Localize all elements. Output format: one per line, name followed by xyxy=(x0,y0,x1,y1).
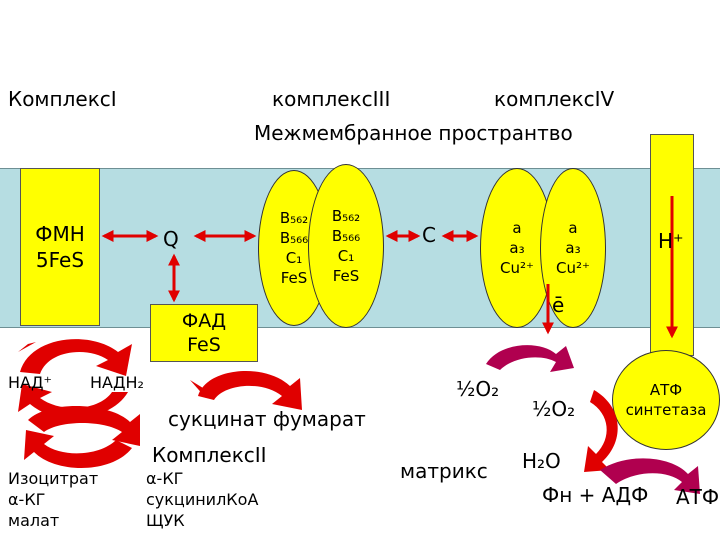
oxygen-arrow xyxy=(486,345,574,372)
complex4-label: комплексIV xyxy=(494,87,615,111)
water-formation-arrow xyxy=(584,390,618,472)
water-label: H₂O xyxy=(522,449,561,473)
cytochrome-a: a xyxy=(568,219,578,237)
atp-synthesis-arrow xyxy=(600,458,700,494)
cytochrome-b562: B₅₆₂ xyxy=(279,209,309,227)
cytochrome-c-label: C xyxy=(422,223,436,247)
nad-arrow-tail xyxy=(18,342,36,352)
substrate-cycle-bottom-arrow xyxy=(24,430,132,469)
half-oxygen-left-label: ½O₂ xyxy=(456,377,500,401)
isocitrate-label: Изоцитрат xyxy=(8,469,99,488)
succinyl-coa-label: сукцинилКоА xyxy=(146,490,259,509)
alpha-ketoglutarate-label: α-КГ xyxy=(8,490,46,509)
substrate-cycle-top-arrow xyxy=(28,405,140,446)
copper-ion: Cu²⁺ xyxy=(556,259,590,277)
fmn-complex-box: ФМН 5FeS xyxy=(20,168,100,326)
cytochrome-a: a xyxy=(512,219,522,237)
cytochrome-b566: B₅₆₆ xyxy=(279,229,309,247)
matrix-label: матрикс xyxy=(400,459,488,483)
malate-label: малат xyxy=(8,511,60,530)
succinate-cycle-top-arrow xyxy=(198,371,302,410)
succinate-fumarate-label: сукцинат фумарат xyxy=(168,407,366,431)
cytochrome-b566: B₅₆₆ xyxy=(331,227,361,245)
complex3-oval-right: B₅₆₂ B₅₆₆ C₁ FeS xyxy=(308,164,384,328)
succinate-cycle-bottom-arrow xyxy=(190,380,216,398)
fmn-fes-label: 5FeS xyxy=(35,248,85,272)
fad-box: ФАД FeS xyxy=(150,304,258,362)
fmn-label: ФМН xyxy=(35,222,85,246)
nad-label: НАД⁺ xyxy=(8,373,52,392)
ubiquinone-label: Q xyxy=(163,227,179,251)
oxaloacetate-label: ЩУК xyxy=(146,511,185,530)
nadh-label: НАДН₂ xyxy=(90,373,144,392)
fad-label: ФАД xyxy=(181,310,227,332)
half-oxygen-right-label: ½O₂ xyxy=(532,397,576,421)
proton-label: H⁺ xyxy=(658,229,684,253)
nad-cycle-top-arrow xyxy=(20,339,132,376)
iron-sulfur: FeS xyxy=(280,269,308,287)
cytochrome-a3: a₃ xyxy=(565,239,581,257)
substrates-right: α-КГ сукцинилКоА ЩУК xyxy=(146,468,258,531)
fad-fes-label: FeS xyxy=(187,334,221,356)
cytochrome-c1: C₁ xyxy=(337,247,355,265)
cytochrome-a3: a₃ xyxy=(509,239,525,257)
atp-label: АТФ xyxy=(676,485,720,509)
atp-synthase-label-line2: синтетаза xyxy=(625,401,707,419)
intermembrane-space-label: Межмембранное пространтво xyxy=(254,121,573,145)
alpha-ketoglutarate-label: α-КГ xyxy=(146,469,184,488)
electron-label: ē xyxy=(552,293,565,317)
complex3-label: комплексIII xyxy=(272,87,391,111)
phosphate-adp-label: Фн + АДФ xyxy=(542,483,649,507)
atp-synthase-head: АТФ синтетаза xyxy=(612,350,720,450)
cytochrome-b562: B₅₆₂ xyxy=(331,207,361,225)
complex1-label: КомплексI xyxy=(8,87,117,111)
complex4-oval-right: a a₃ Cu²⁺ xyxy=(540,168,606,328)
complex2-label: КомплексII xyxy=(152,443,267,467)
copper-ion: Cu²⁺ xyxy=(500,259,534,277)
atp-synthase-label-line1: АТФ xyxy=(649,381,683,399)
iron-sulfur: FeS xyxy=(332,267,360,285)
substrates-left: Изоцитрат α-КГ малат xyxy=(8,468,98,531)
cytochrome-c1: C₁ xyxy=(285,249,303,267)
